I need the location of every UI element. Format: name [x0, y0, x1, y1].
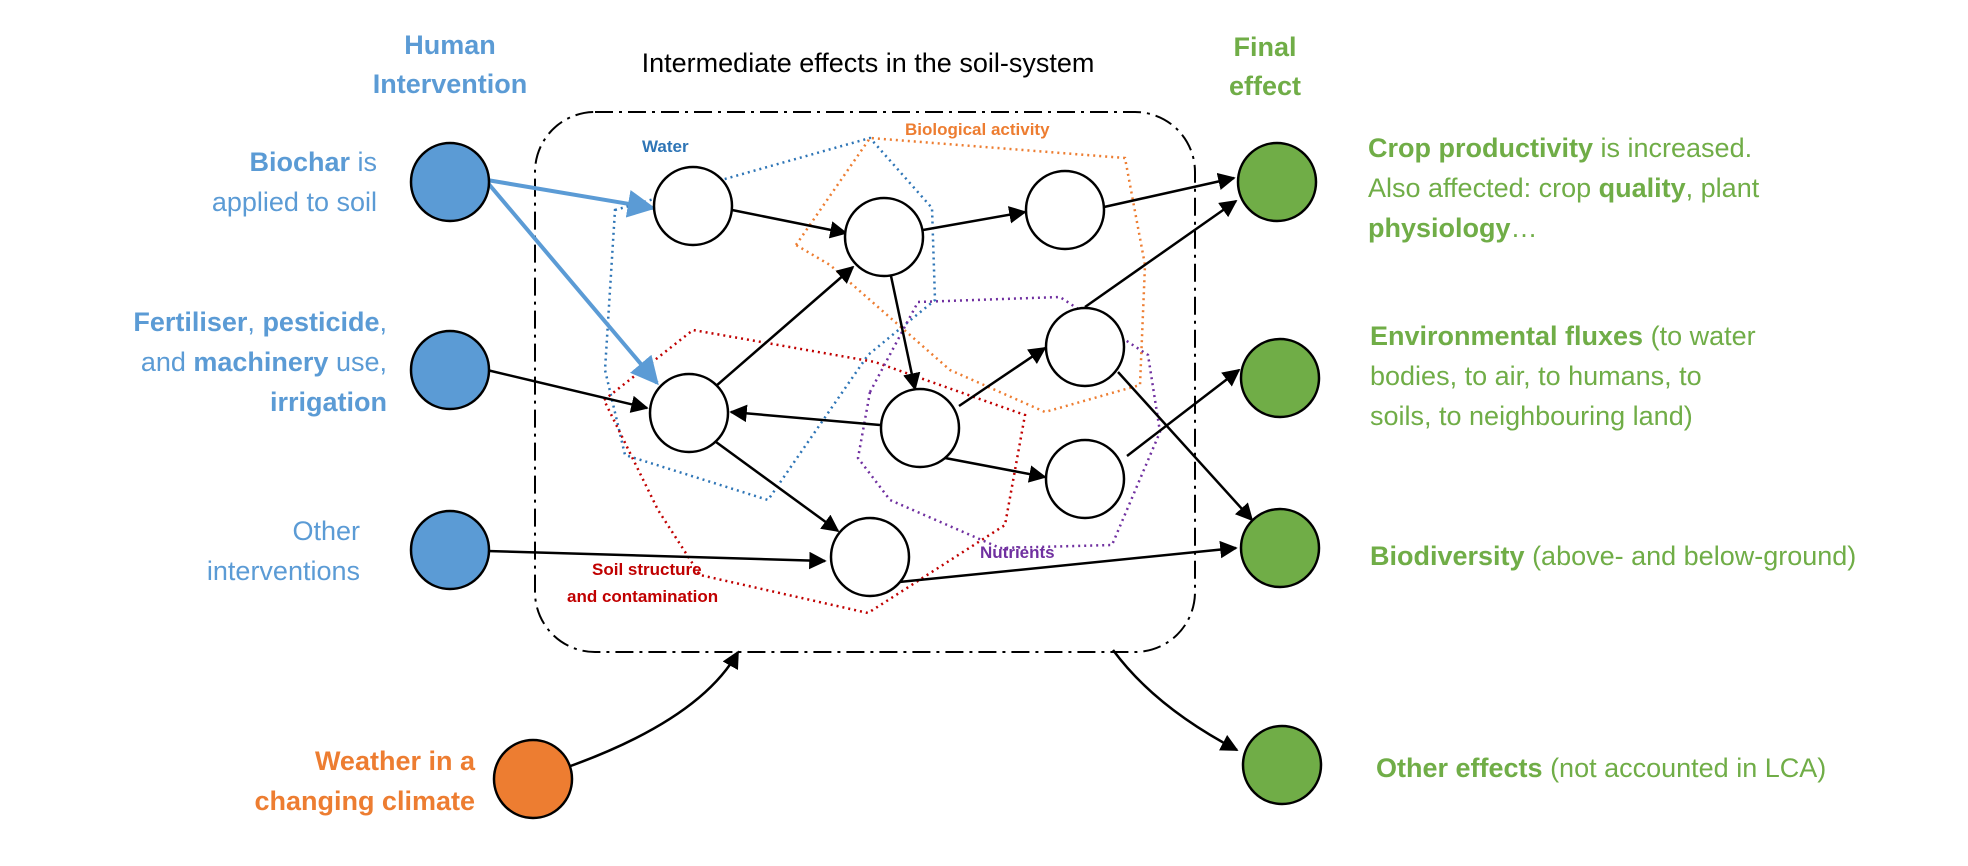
arrow-fertiliser-n4	[486, 368, 649, 413]
intermediate-node	[1044, 306, 1126, 388]
arrow-n5-n4	[729, 404, 881, 427]
soil-structure-region	[602, 328, 1027, 615]
crop-label-line3: physiology…	[1368, 213, 1538, 243]
environmental-fluxes-node	[1239, 337, 1321, 419]
arrow-n6-bio	[1117, 371, 1254, 522]
water-label: Water	[642, 137, 689, 156]
arrow-n6-crop	[1084, 199, 1238, 309]
header-intermediate: Intermediate effects in the soil-system	[642, 48, 1095, 78]
intermediate-node	[829, 516, 911, 598]
crop-productivity-node	[1236, 141, 1318, 223]
intermediate-node	[1044, 438, 1126, 520]
arrow-weather-system	[564, 650, 740, 770]
crop-label-line1: Crop productivity is increased.	[1368, 133, 1752, 163]
fertiliser-node	[409, 329, 491, 411]
header-human-line1: Human	[404, 30, 496, 60]
fertiliser-label-line3: irrigation	[270, 387, 387, 417]
nutrients-label: Nutrients	[980, 543, 1055, 562]
other-interventions-node	[409, 509, 491, 591]
header-final-line2: effect	[1229, 71, 1301, 101]
env-label-line3: soils, to neighbouring land)	[1370, 401, 1693, 431]
fertiliser-label-line2: and machinery use,	[141, 347, 387, 377]
intermediate-node	[879, 387, 961, 469]
weather-label-line2: changing climate	[254, 786, 475, 816]
weather-label-line1: Weather in a	[315, 746, 476, 776]
biochar-arrow-b	[485, 180, 659, 386]
causal-arrows	[486, 172, 1254, 770]
other-interventions-label-line2: interventions	[207, 556, 360, 586]
arrow-n10-bio	[898, 540, 1238, 584]
biochar-label-line2: applied to soil	[212, 187, 377, 217]
header-human-line2: Intervention	[373, 69, 528, 99]
weather-node	[492, 738, 574, 820]
biodiversity-node	[1239, 507, 1321, 589]
arrow-n7-env	[1126, 368, 1241, 457]
env-label-line2: bodies, to air, to humans, to	[1370, 361, 1702, 391]
intermediate-node	[1024, 169, 1106, 251]
arrow-n2-n5	[889, 275, 921, 391]
crop-label-line2: Also affected: crop quality, plant	[1368, 173, 1760, 203]
other-effects-node	[1241, 724, 1323, 806]
fertiliser-label-line1: Fertiliser, pesticide,	[133, 307, 387, 337]
biochar-node	[409, 141, 491, 223]
arrow-n5-n7	[944, 456, 1047, 483]
other-interventions-label-line1: Other	[292, 516, 360, 546]
env-label-line1: Environmental fluxes (to water	[1370, 321, 1756, 351]
arrow-other-n10	[486, 549, 827, 570]
intermediate-node	[843, 196, 925, 278]
soil-structure-label-line2: and contamination	[567, 587, 718, 606]
arrow-n2-n3	[922, 206, 1027, 232]
arrow-n5-n6	[958, 346, 1047, 408]
soil-structure-label-line1: Soil structure	[592, 560, 702, 579]
arrow-system-other	[1111, 649, 1239, 752]
intermediate-nodes	[648, 165, 1126, 598]
biochar-label-line1: Biochar is	[249, 147, 377, 177]
arrow-n4-n2	[715, 265, 855, 387]
other-effects-label: Other effects (not accounted in LCA)	[1376, 753, 1826, 783]
bio-label: Biodiversity (above- and below-ground)	[1370, 541, 1856, 571]
intermediate-node	[648, 372, 730, 454]
biochar-arrow-a	[486, 178, 656, 218]
biological-activity-label: Biological activity	[905, 120, 1050, 139]
header-final-line1: Final	[1233, 32, 1296, 62]
arrow-n3-crop	[1103, 172, 1236, 209]
arrow-n4-n10	[715, 440, 840, 533]
arrow-n1-n2	[731, 208, 848, 239]
intermediate-node	[652, 165, 734, 247]
